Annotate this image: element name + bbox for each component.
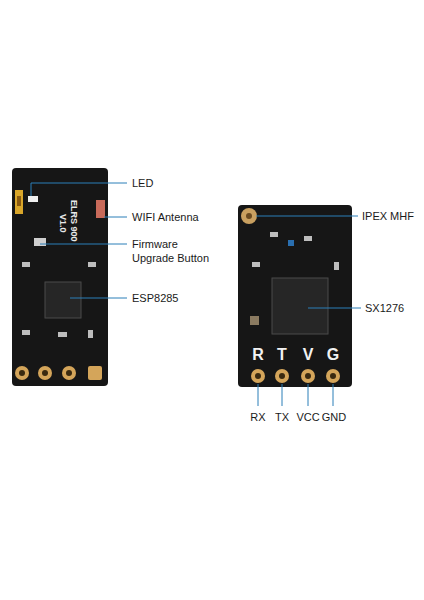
solder-pad [62,366,76,380]
leader-line [308,308,361,309]
leader-line [333,384,334,406]
leader-line [282,384,283,406]
pin-silkscreen: V [298,345,318,364]
leader-line [31,183,127,196]
smd-part [252,262,260,267]
upgrade-button [34,238,46,246]
leader-line [70,298,127,299]
pad-hole [330,373,336,379]
pin-name: GND [317,410,351,424]
callout-label: LED [132,176,153,190]
pin-name: RX [241,410,275,424]
pin-silkscreen: T [272,345,292,364]
leader-line [308,384,309,406]
pad-hole [305,373,311,379]
solder-pad [275,369,289,383]
solder-pad [251,369,265,383]
pin-name: TX [265,410,299,424]
callout-label: SX1276 [365,301,404,315]
smd-part [88,262,96,267]
solder-pad [301,369,315,383]
pin-silkscreen: G [323,345,343,364]
leader-line [104,217,127,218]
callout-label: IPEX MHF [362,209,414,223]
pad-hole [255,373,261,379]
pcb-back [238,205,352,387]
pad-hole [279,373,285,379]
crystal [250,316,259,325]
callout-label: WIFI Antenna [132,210,199,224]
smd-part [304,236,312,241]
ceramic-antenna [15,190,23,214]
smd-part [22,262,30,267]
led-chip [28,196,38,202]
solder-pad [326,369,340,383]
connector-center [246,213,252,219]
pcb-front [12,168,108,386]
smd-part [58,332,67,337]
callout-label: ESP8285 [132,291,178,305]
smd-part [22,330,30,335]
antenna-detail [17,196,21,206]
solder-pad [38,366,52,380]
pin-name: VCC [291,410,325,424]
smd-part [334,262,339,270]
callout-label: Firmware Upgrade Button [132,237,220,265]
ipex-connector [241,208,257,224]
smd-part [270,232,278,237]
pin-silkscreen: R [248,345,268,364]
leader-line [256,216,358,217]
pad-hole [66,370,72,376]
smd-part [88,330,93,338]
leader-line [258,384,259,406]
solder-pad [15,366,29,380]
smd-part [288,240,294,246]
silkscreen-text: V1.0 [57,214,69,233]
solder-pad [88,366,102,380]
pad-hole [42,370,48,376]
leader-line [40,244,127,245]
esp8285-chip [45,282,81,318]
pad-hole [19,370,25,376]
sx1276-chip [272,278,328,334]
wifi-antenna-chip [96,200,105,218]
silkscreen-text: ELRS 900 [68,200,80,242]
